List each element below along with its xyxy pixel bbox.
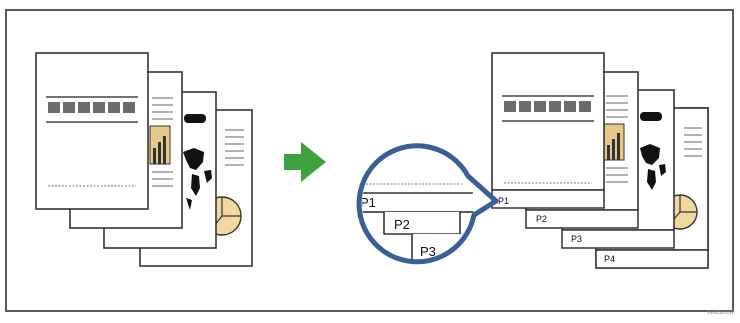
- magnifier-label-p2: P2: [394, 217, 410, 232]
- world-map-icon: [640, 144, 666, 190]
- result-tab-label-3: P3: [571, 234, 582, 244]
- image-code: BKM5031W: [707, 310, 734, 316]
- original-document-stack: [35, 52, 253, 267]
- result-page-1: [491, 52, 605, 209]
- bar-chart-icon: [603, 123, 625, 161]
- magnifier-lens: P1 P2 P3: [356, 143, 499, 265]
- heading-block: [504, 101, 591, 112]
- magnifier-label-p1: P1: [360, 195, 376, 210]
- heading-block: [48, 102, 135, 113]
- bar-chart-icon: [149, 125, 171, 165]
- result-tab-label-1: P1: [498, 196, 509, 206]
- result-document-stack: P1 P2 P3 P4: [491, 52, 709, 269]
- world-map-icon: [183, 148, 212, 210]
- result-tab-label-4: P4: [604, 254, 615, 264]
- right-arrow-icon: [284, 142, 326, 182]
- magnifier-label-p3: P3: [420, 244, 436, 259]
- magnifier-ring: [356, 143, 499, 265]
- result-tab-label-2: P2: [536, 214, 547, 224]
- original-page-1: [35, 52, 149, 210]
